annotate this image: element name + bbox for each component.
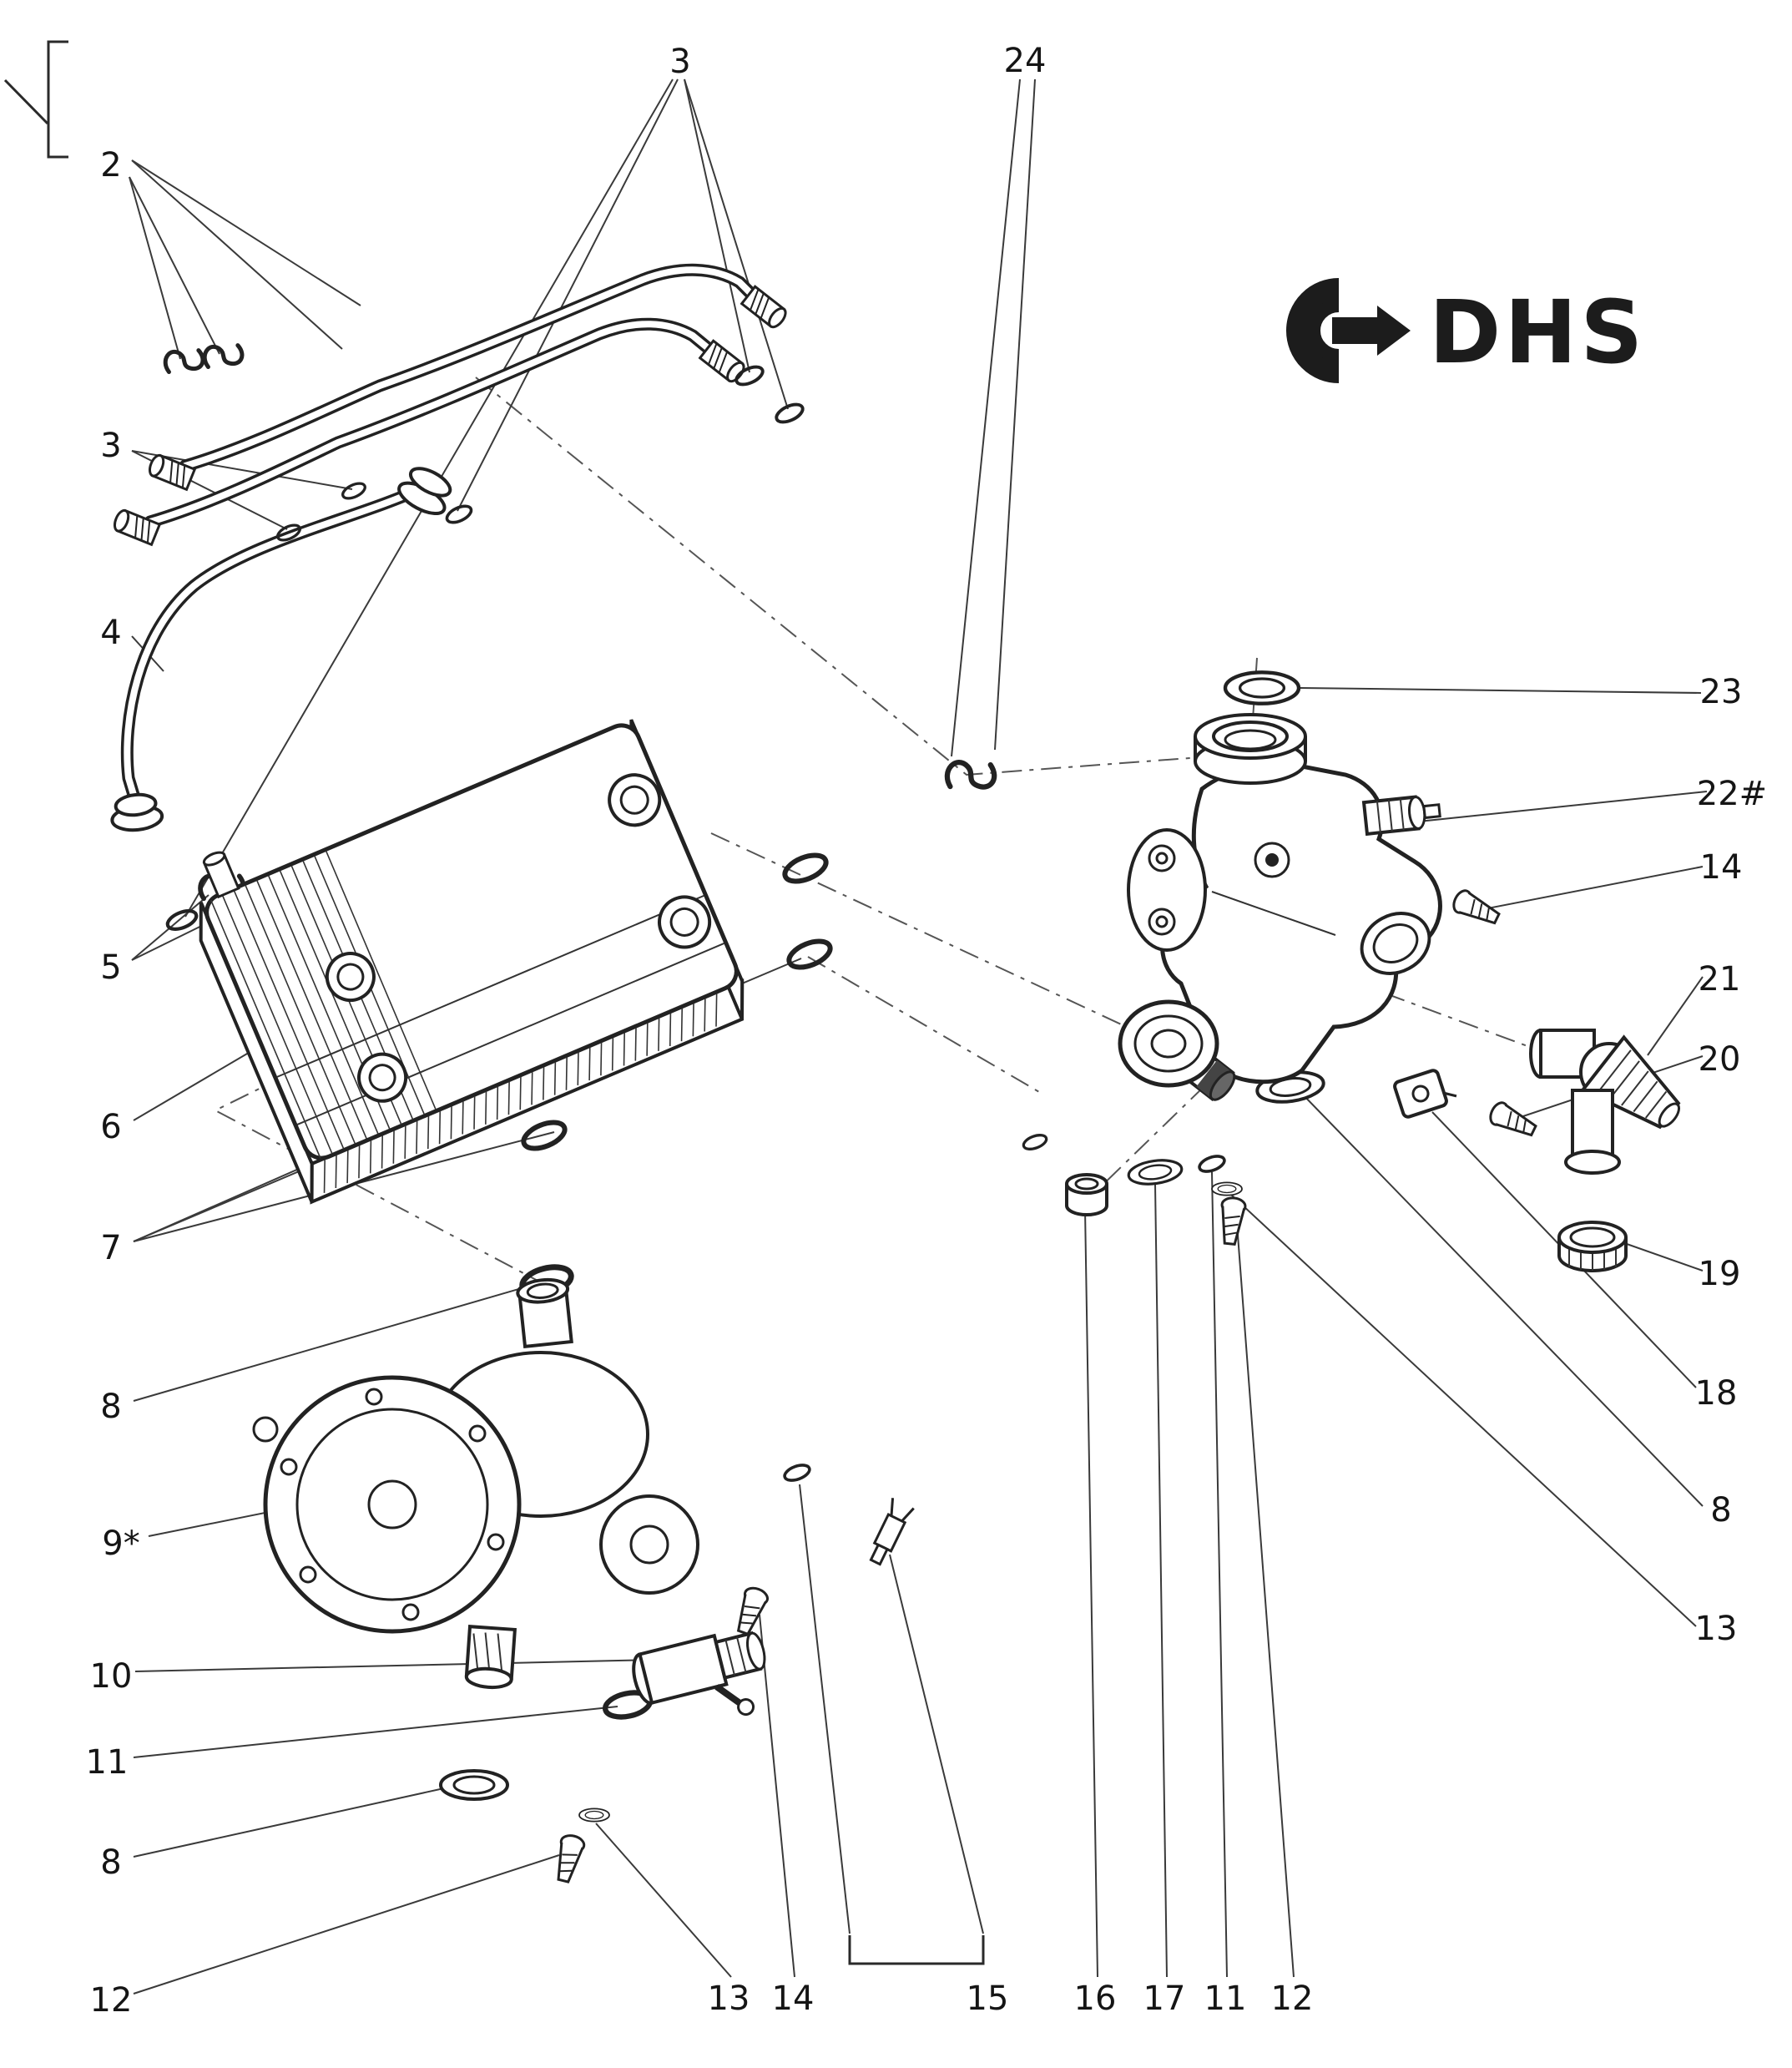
bracket-part2 [47,40,68,159]
callout-3-top: 3 [669,43,690,81]
callout-7: 7 [100,1229,121,1267]
nut-part19 [1557,1221,1628,1272]
pump-bottom-port [464,1625,517,1690]
callout-2: 2 [100,146,121,185]
callout-6: 6 [100,1108,121,1146]
o-ring-part3 [772,399,807,427]
callout-13-bottom: 13 [708,1980,750,2018]
hx-stub-port [202,851,240,899]
callout-8-lower: 8 [100,1843,121,1882]
retaining-clip-part2 [203,341,244,370]
callout-23: 23 [1700,673,1743,711]
callout-9: 9* [102,1524,139,1563]
o-ring-part7 [785,936,834,973]
screw-part12 [1216,1196,1248,1246]
callout-12-left: 12 [90,1981,133,2020]
callout-11-bottom: 11 [1204,1980,1247,2018]
callout-22: 22# [1697,775,1767,813]
callout-11-left: 11 [86,1743,129,1782]
pipe-pair-part2 [110,263,790,546]
washer-part23 [1225,672,1299,703]
outlet-fitting-part10 [632,1631,766,1717]
pipe-end-fitting [740,285,790,331]
callout-12-bottom: 12 [1271,1980,1314,2018]
o-ring-part11 [1195,1151,1229,1176]
washer-part17 [1125,1155,1185,1189]
o-ring-small [1020,1130,1050,1154]
valve-elbow-port [1118,999,1236,1102]
o-ring-part3 [442,501,476,528]
bracket-part15 [848,1935,985,1965]
callout-24: 24 [1004,42,1047,80]
pump-flange-bolts [280,1388,505,1621]
callout-3-left: 3 [100,427,121,465]
screw-part14 [730,1584,771,1638]
dhs-logo-text: DHS [1429,281,1646,383]
callout-8-left: 8 [100,1388,121,1426]
pipe-end-fitting [110,507,161,546]
screw-part12 [550,1832,588,1885]
callout-14-right: 14 [1700,848,1743,887]
callout-16: 16 [1074,1980,1117,2018]
callout-8-right: 8 [1710,1491,1731,1530]
o-ring-part15 [780,1460,814,1485]
callout-labels: 2 3 24 3 4 5 6 7 8 9* 10 11 8 12 13 14 1… [86,42,1768,2020]
temperature-sensor [869,1498,915,1566]
screw-part14 [1449,886,1503,931]
callout-18: 18 [1695,1374,1738,1413]
dhs-logo: DHS [1286,278,1646,383]
valve-lever-plate [1127,828,1207,952]
plate-heat-exchanger-part6 [199,719,745,1205]
pump-bleed-screw [252,1416,279,1443]
callout-14-bottom: 14 [772,1980,815,2018]
o-ring-part3 [339,478,369,503]
callout-21: 21 [1699,960,1741,999]
plug-part16 [1065,1173,1108,1216]
pump-top-port [516,1277,573,1349]
pump-assembly-part9 [252,1277,699,1690]
plate-edge-ribs [323,994,718,1193]
washer-part13 [578,1808,610,1823]
callout-15: 15 [967,1980,1009,2018]
callout-10: 10 [90,1657,133,1696]
valve-body-part22 [1118,713,1442,1102]
mounting-block-part18 [1393,1069,1457,1119]
callout-13-right: 13 [1695,1610,1738,1648]
pipe-union-collar [397,467,452,515]
screw-part20 [1486,1098,1540,1143]
hx-port [325,773,712,1103]
valve-right-port [1360,912,1431,975]
dhs-logo-icon [1286,278,1411,383]
retaining-clip-part24 [946,760,995,789]
callout-5: 5 [100,948,121,987]
pipe-flange [110,792,164,832]
callout-19: 19 [1699,1255,1741,1293]
valve-side-stub [1361,795,1441,837]
callout-17: 17 [1143,1980,1186,2018]
pipe-part4 [110,467,452,832]
bracket-part2-leader [3,78,49,125]
washer-part8 [439,1769,509,1801]
washer-part13 [1211,1181,1243,1196]
callout-4: 4 [100,614,121,652]
relief-valve-knob [1580,1034,1681,1130]
relief-valve-part21 [1529,1029,1681,1175]
retaining-clip-part2 [164,346,204,375]
group-brackets [3,40,985,1965]
pipe-end-fitting [699,339,749,386]
callout-20: 20 [1699,1040,1741,1079]
valve-top-collar [1194,713,1307,785]
o-ring-part7 [781,850,830,887]
